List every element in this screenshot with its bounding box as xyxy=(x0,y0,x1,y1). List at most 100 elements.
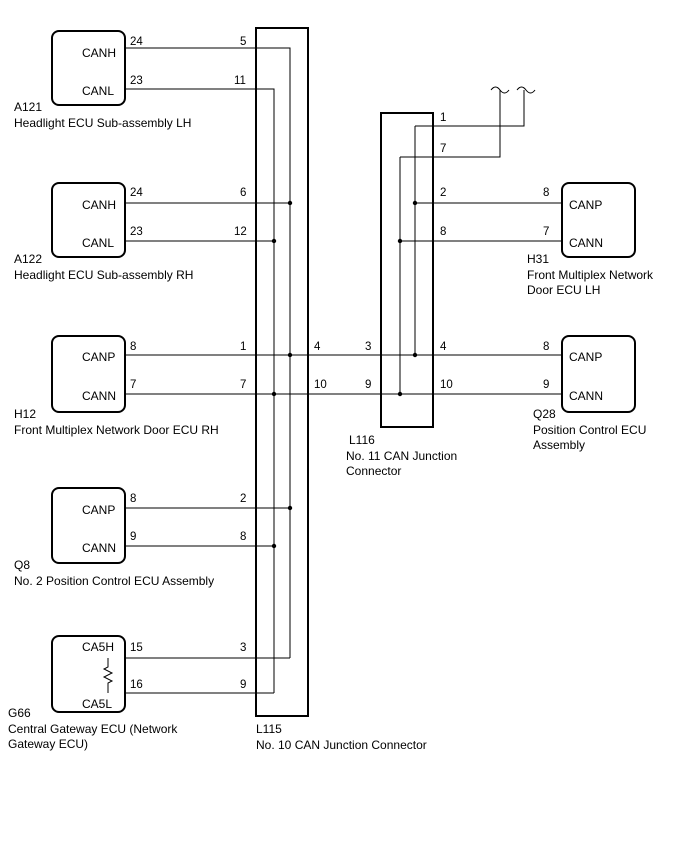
ecu-a121-box xyxy=(51,30,126,106)
component-captions: A121 Headlight ECU Sub-assembly LH A122 … xyxy=(8,100,654,752)
pin-number: 24 xyxy=(130,187,143,199)
pin-label: CANN xyxy=(82,389,116,403)
component-name: Front Multiplex Network Door ECU RH xyxy=(14,423,219,437)
connector-pin-number: 2 xyxy=(440,187,446,199)
component-name: No. 2 Position Control ECU Assembly xyxy=(14,574,214,588)
splice-dot xyxy=(412,352,418,358)
pin-label: CANN xyxy=(569,236,603,250)
pin-number: 23 xyxy=(130,226,143,238)
connector-pin-number: 1 xyxy=(240,341,246,353)
component-code: Q28 xyxy=(533,407,556,421)
connector-pin-number: 9 xyxy=(365,379,371,391)
component-code: A122 xyxy=(14,252,42,266)
component-name: Door ECU LH xyxy=(527,283,600,297)
ecu-pin-numbers: 24 23 24 23 8 7 8 9 15 16 8 7 8 9 xyxy=(130,36,549,691)
pin-number: 9 xyxy=(130,531,136,543)
connector-pin-number: 4 xyxy=(440,341,447,353)
connector-l115-box xyxy=(255,27,309,717)
ecu-g66-box xyxy=(51,635,126,713)
pin-label: CANP xyxy=(569,198,602,212)
pin-number: 7 xyxy=(130,379,136,391)
connector-name: No. 11 CAN Junction xyxy=(346,449,457,463)
component-name: Front Multiplex Network xyxy=(527,268,654,282)
connector-name: No. 10 CAN Junction Connector xyxy=(256,738,427,752)
splice-dot xyxy=(271,543,277,549)
component-name: Central Gateway ECU (Network xyxy=(8,722,178,736)
pin-label: CANN xyxy=(569,389,603,403)
component-code: H31 xyxy=(527,252,549,266)
pin-label: CANL xyxy=(82,84,114,98)
component-name: Assembly xyxy=(533,438,585,452)
component-name: Headlight ECU Sub-assembly LH xyxy=(14,116,191,130)
splice-dot xyxy=(287,200,293,206)
connector-pin-number: 1 xyxy=(440,112,446,124)
ecu-pin-labels: CANH CANL CANH CANL CANP CANN CANP CANN … xyxy=(82,46,603,711)
pin-label: CANP xyxy=(82,503,115,517)
wire-a121-canl xyxy=(125,88,275,693)
component-name: Gateway ECU) xyxy=(8,737,88,751)
splice-dot xyxy=(271,238,277,244)
connector-pin-number: 11 xyxy=(234,75,246,87)
component-name: Position Control ECU xyxy=(533,423,646,437)
pin-number: 7 xyxy=(543,226,549,238)
connector-pin-number: 8 xyxy=(240,531,246,543)
pin-number: 8 xyxy=(543,187,549,199)
pin-label: CANH xyxy=(82,198,116,212)
connector-pin-number: 3 xyxy=(240,642,246,654)
continuation-mark xyxy=(490,86,536,94)
pin-number: 8 xyxy=(130,493,136,505)
component-code: G66 xyxy=(8,706,31,720)
connector-pin-number: 7 xyxy=(240,379,246,391)
component-name: Headlight ECU Sub-assembly RH xyxy=(14,268,193,282)
pin-number: 8 xyxy=(543,341,549,353)
connector-pin-number: 4 xyxy=(314,341,321,353)
pin-number: 24 xyxy=(130,36,143,48)
connector-pin-number: 2 xyxy=(240,493,246,505)
connector-l116-box xyxy=(380,112,434,428)
ecu-q28-box xyxy=(561,335,636,413)
connector-pin-number: 6 xyxy=(240,187,246,199)
splice-dots xyxy=(271,200,418,549)
pin-label: CANP xyxy=(569,350,602,364)
splice-dot xyxy=(397,238,403,244)
l115-pin-numbers: 5 11 6 12 1 7 2 8 3 9 4 10 xyxy=(234,36,327,691)
ecu-q8-box xyxy=(51,487,126,564)
connector-code: L116 xyxy=(349,433,375,447)
component-code: H12 xyxy=(14,407,36,421)
connector-pin-number: 5 xyxy=(240,36,246,48)
pin-number: 16 xyxy=(130,679,143,691)
splice-dot xyxy=(287,352,293,358)
splice-dot xyxy=(271,391,277,397)
connector-pin-number: 10 xyxy=(314,379,327,391)
connector-pin-number: 12 xyxy=(234,226,247,238)
connector-pin-number: 8 xyxy=(440,226,446,238)
splice-dot xyxy=(397,391,403,397)
wire-l116-high xyxy=(415,90,525,127)
ecu-h31-box xyxy=(561,182,636,258)
pin-number: 9 xyxy=(543,379,549,391)
component-code: Q8 xyxy=(14,558,30,572)
pin-number: 23 xyxy=(130,75,143,87)
component-code: A121 xyxy=(14,100,42,114)
wires xyxy=(125,47,562,694)
pin-label: CANL xyxy=(82,236,114,250)
pin-number: 8 xyxy=(130,341,136,353)
ecu-a122-box xyxy=(51,182,126,258)
pin-label: CANP xyxy=(82,350,115,364)
splice-dot xyxy=(287,505,293,511)
connector-pin-number: 7 xyxy=(440,143,446,155)
wire-a121-canh xyxy=(125,47,291,658)
pin-label: CANH xyxy=(82,46,116,60)
splice-dot xyxy=(412,200,418,206)
pin-label: CANN xyxy=(82,541,116,555)
connector-pin-number: 9 xyxy=(240,679,246,691)
resistor-symbol xyxy=(102,658,114,693)
connector-pin-number: 10 xyxy=(440,379,453,391)
ecu-h12-box xyxy=(51,335,126,413)
connector-name: Connector xyxy=(346,464,401,478)
pin-number: 15 xyxy=(130,642,143,654)
connector-code: L115 xyxy=(256,722,282,736)
connector-pin-number: 3 xyxy=(365,341,371,353)
pin-label: CA5H xyxy=(82,640,114,654)
